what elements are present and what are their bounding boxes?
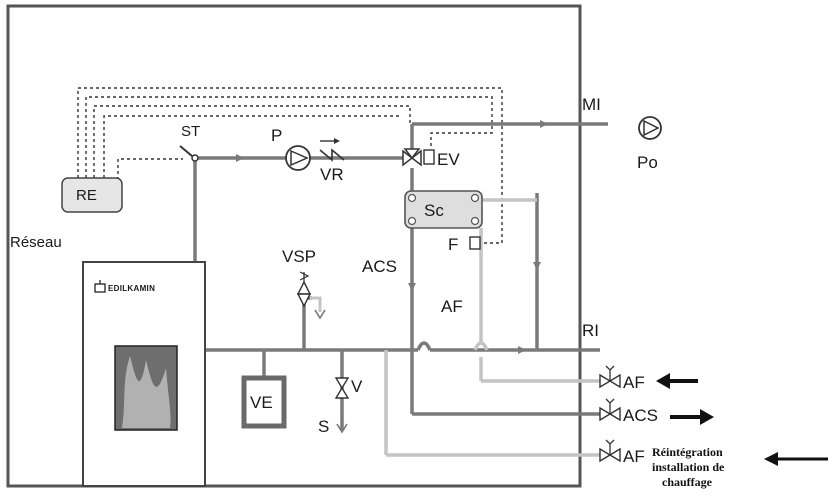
heat-exchanger-ports — [407, 193, 480, 226]
s-label: S — [318, 417, 329, 436]
vsp-valve-icon — [296, 280, 312, 295]
output-valve-handles — [605, 365, 615, 455]
vsp-valve-lower — [296, 293, 312, 308]
brand-logo-icon — [94, 280, 106, 293]
p-label: P — [271, 126, 282, 145]
light-pipes — [384, 198, 600, 457]
st-junction — [191, 154, 199, 162]
expansion-vessel-ve — [241, 375, 287, 429]
vsp-spring-zigzag — [299, 271, 310, 281]
af-out1-label: AF — [623, 373, 645, 392]
af-out2-label: AF — [623, 447, 645, 466]
pump-po-arrow — [643, 119, 660, 137]
pump-p-arrow — [290, 149, 309, 167]
af-main-label: AF — [441, 297, 463, 316]
flow-arrows — [236, 120, 548, 354]
f-label: F — [448, 235, 458, 254]
ri-label: RI — [582, 321, 599, 340]
sc-label: Sc — [424, 201, 444, 220]
control-lines — [77, 87, 503, 244]
note-line-1: Réintégration — [652, 445, 723, 459]
ev-actuator — [423, 149, 435, 165]
stove-flame-icon — [122, 356, 171, 428]
output-valves — [599, 373, 621, 463]
po-label: Po — [637, 153, 658, 172]
acs-out-label: ACS — [623, 406, 658, 425]
three-way-valve-ev-icon — [402, 149, 414, 167]
three-way-valve-ev-right — [410, 149, 422, 167]
vr-label: VR — [320, 165, 344, 184]
heat-exchanger-sc — [404, 190, 483, 229]
vsp-label: VSP — [282, 247, 316, 266]
pipe-crossover-1 — [416, 341, 432, 351]
vsp-discharge — [310, 296, 322, 312]
flow-switch-f — [469, 236, 481, 250]
reseau-label: Réseau — [10, 234, 62, 251]
drain-s-icon — [336, 423, 348, 434]
check-valve-vr-icon — [319, 148, 345, 162]
re-label: RE — [76, 187, 97, 204]
note-line-3: chauffage — [662, 475, 713, 489]
v-label: V — [351, 377, 363, 396]
note-line-2: installation de — [652, 460, 725, 474]
mi-label: MI — [582, 95, 601, 114]
io-arrows — [656, 373, 828, 466]
st-label: ST — [181, 123, 200, 140]
drain-valve-v-icon — [334, 377, 350, 390]
ev-label: EV — [437, 150, 460, 169]
three-way-valve-ev-top — [403, 148, 421, 160]
acs-main-label: ACS — [362, 257, 397, 276]
re-unit — [61, 177, 123, 213]
brand-label: EDILKAMIN — [108, 284, 155, 293]
st-valve — [179, 145, 193, 157]
vsp-drain-icon — [314, 309, 326, 320]
drain-valve-v-lower — [334, 386, 350, 399]
vr-direction-arrowhead — [334, 138, 340, 144]
installation-frame — [6, 4, 582, 488]
ve-label: VE — [250, 393, 273, 412]
